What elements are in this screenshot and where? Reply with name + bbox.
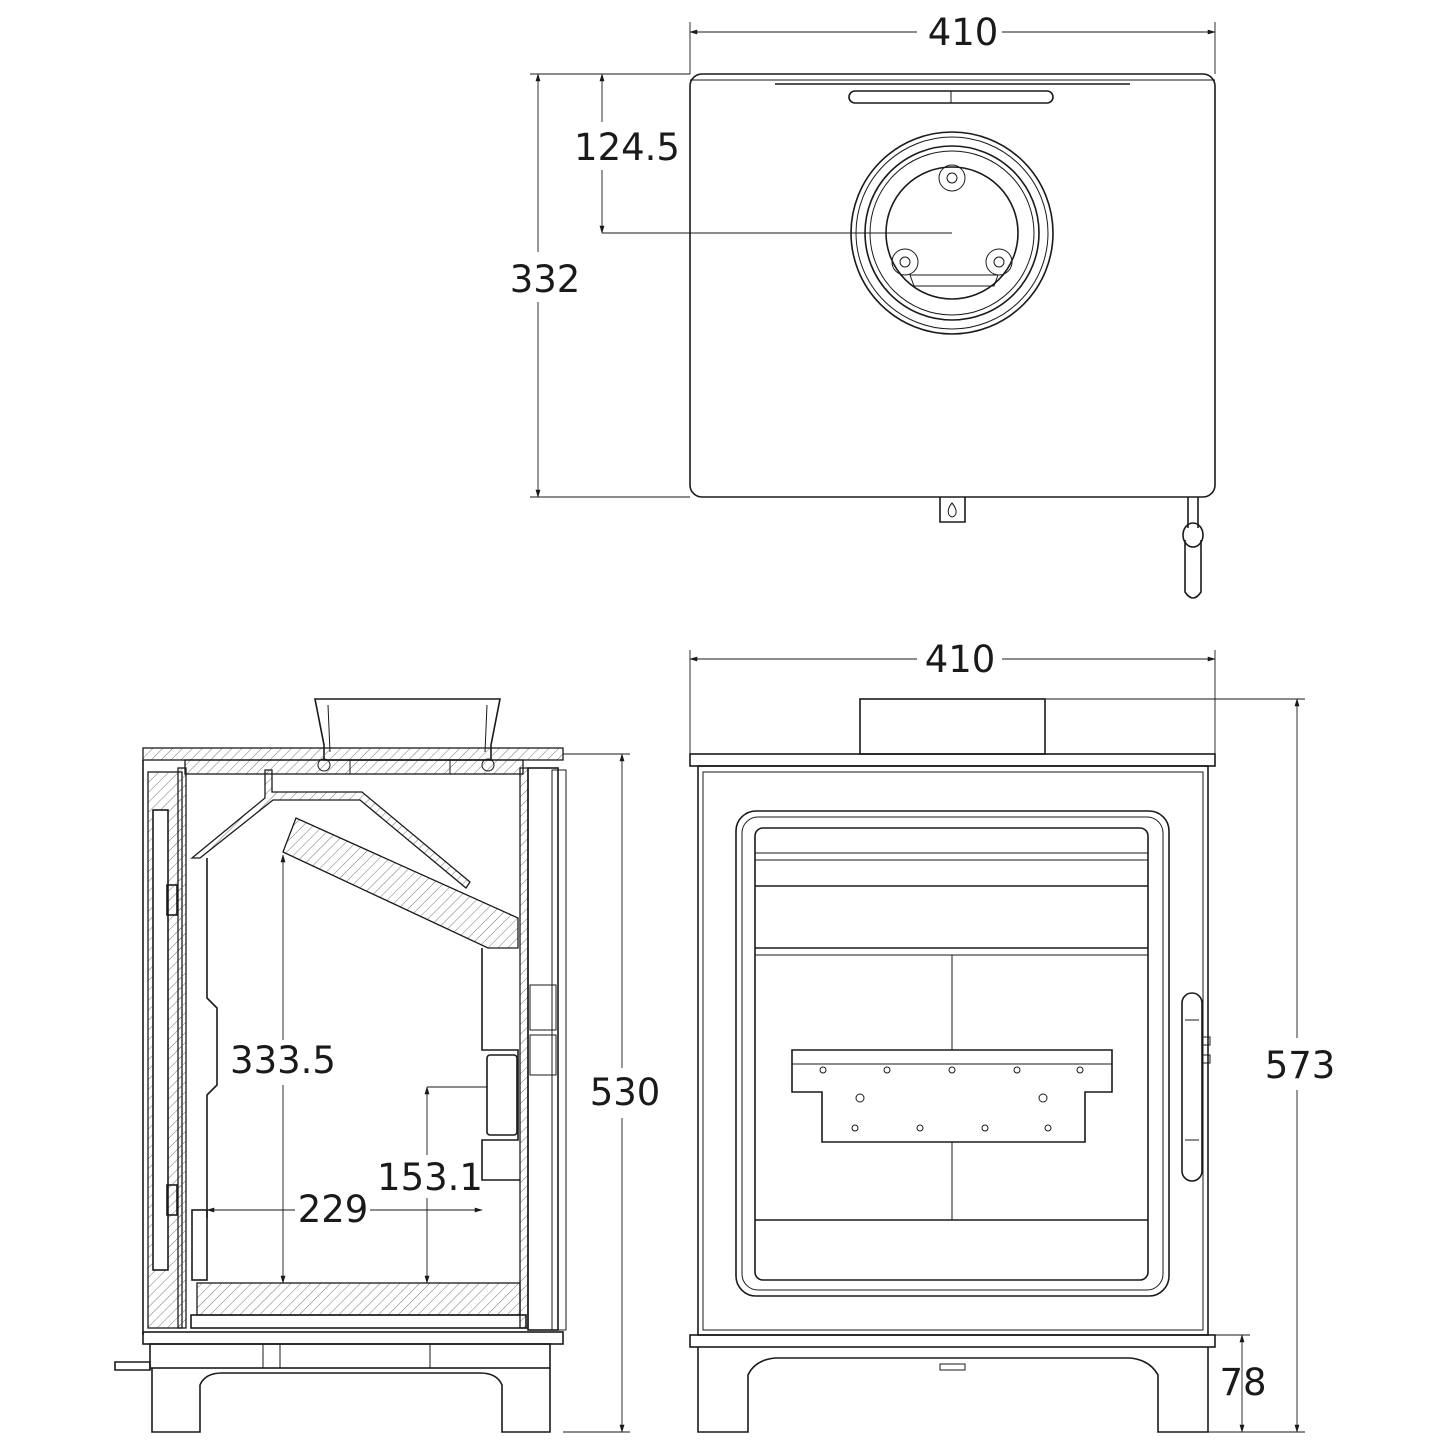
firebox-depth-dimension: 229 [298, 1188, 369, 1231]
top-width-dimension: 410 [928, 11, 999, 54]
door-handle-top [1182, 497, 1204, 599]
log-retainer-front [791, 1049, 1113, 1143]
top-view: 410 332 124.5 [510, 11, 1216, 599]
top-plate-front [689, 753, 1216, 767]
stove-legs-front [697, 1347, 1209, 1433]
firebox-back-brick [206, 858, 218, 1218]
front-width-dimension: 410 [925, 638, 996, 681]
leg-height-dimension: 78 [1219, 1361, 1266, 1404]
riddling-tab-icon [939, 497, 966, 523]
total-height-dimension: 573 [1265, 1044, 1336, 1087]
body-height-dimension: 530 [590, 1071, 661, 1114]
glass-panel [754, 827, 1149, 1281]
flue-offset-dimension: 124.5 [574, 126, 680, 169]
firebox-height-dimension: 333.5 [230, 1039, 336, 1082]
door-frame [735, 810, 1170, 1297]
top-plate-outline [689, 73, 1216, 498]
door-handle-front [1181, 992, 1211, 1182]
stove-legs-section [151, 1368, 551, 1433]
base-plate-front [689, 1334, 1216, 1348]
front-view: 410 573 78 [689, 638, 1336, 1433]
ashpan-tab [114, 1361, 151, 1371]
top-depth-dimension: 332 [510, 258, 581, 301]
flue-collar-front [859, 698, 1046, 755]
section-view: 333.5 153.1 229 530 [114, 698, 661, 1433]
log-guard-height-dimension: 153.1 [377, 1156, 483, 1199]
baffle-plate [282, 817, 519, 949]
